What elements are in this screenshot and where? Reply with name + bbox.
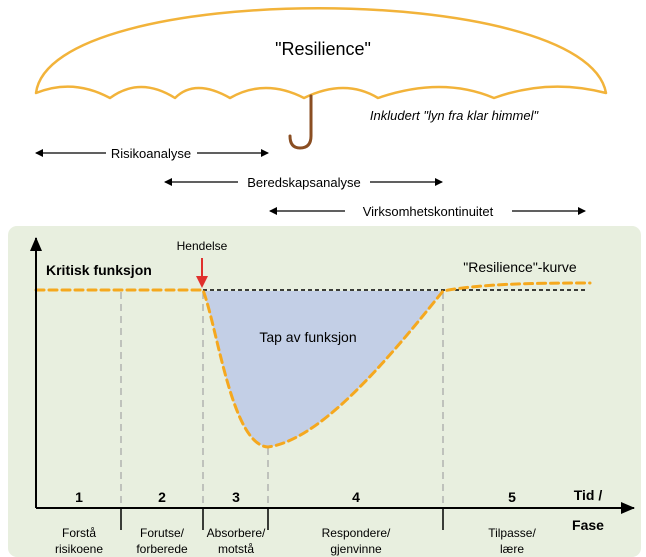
scope-risikoanalyse: Risikoanalyse (35, 146, 269, 161)
phase-name: Respondere/ (322, 526, 391, 540)
resilience-graph: Kritisk funksjon Hendelse "Resilience"-k… (8, 226, 641, 557)
loss-area (203, 291, 443, 447)
loss-label: Tap av funksjon (259, 329, 356, 345)
phase-number: 3 (232, 489, 240, 505)
resilience-curve (34, 281, 592, 449)
phase-number: 4 (352, 489, 360, 505)
x-axis-label: Tid / (574, 487, 603, 503)
y-axis-label: Kritisk funksjon (46, 262, 152, 278)
umbrella-handle (288, 94, 313, 150)
umbrella-note: Inkludert "lyn fra klar himmel" (370, 108, 540, 123)
umbrella-title: "Resilience" (275, 39, 371, 59)
phase-name: gjenvinne (330, 542, 382, 556)
scope-label: Beredskapsanalyse (247, 175, 360, 190)
phase-name: risikoene (55, 542, 103, 556)
phase-name: Forstå (62, 526, 96, 540)
x-axis-label: Fase (572, 517, 604, 533)
phase-number: 5 (508, 489, 516, 505)
phase-name: Tilpasse/ (488, 526, 536, 540)
scope-label: Virksomhetskontinuitet (363, 204, 494, 219)
scope-virksomhetskontinuitet: Virksomhetskontinuitet (269, 204, 586, 219)
umbrella: "Resilience" Inkludert "lyn fra klar him… (34, 7, 608, 150)
phase-name: Forutse/ (140, 526, 185, 540)
phase-name: forberede (136, 542, 188, 556)
phase-name: Absorbere/ (207, 526, 266, 540)
phase-name: motstå (218, 542, 254, 556)
scope-label: Risikoanalyse (111, 146, 191, 161)
phase-number: 1 (75, 489, 83, 505)
scope-beredskapsanalyse: Beredskapsanalyse (164, 175, 443, 190)
event-arrowhead (196, 276, 208, 288)
umbrella-canopy (34, 7, 608, 100)
phase-name: lære (500, 542, 524, 556)
event-label: Hendelse (177, 239, 228, 253)
phase-number: 2 (158, 489, 166, 505)
curve-label: "Resilience"-kurve (463, 259, 577, 275)
